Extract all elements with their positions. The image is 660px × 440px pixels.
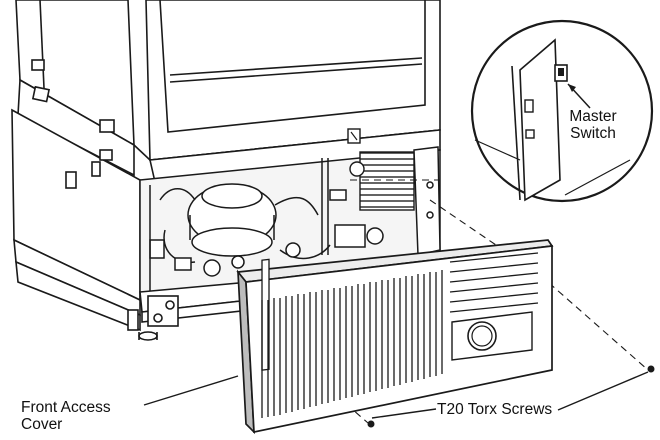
- front-access-label-line2: Cover: [21, 416, 63, 433]
- torx-screws-label: T20 Torx Screws: [437, 401, 553, 418]
- master-switch-inset: [470, 19, 654, 203]
- front-access-cover-label: Front Access Cover: [21, 399, 111, 433]
- base-rail: [127, 281, 251, 341]
- master-switch-label-line2: Switch: [570, 125, 616, 142]
- front-access-cover: [236, 239, 554, 435]
- door-frame: [133, 0, 441, 183]
- label-leaders: [143, 371, 649, 419]
- torx-screw-icons: [367, 365, 655, 428]
- cabinet-left-side: [11, 0, 141, 332]
- master-switch-label-line1: Master: [569, 108, 617, 125]
- master-switch-label: Master Switch: [557, 108, 629, 142]
- front-access-label-line1: Front Access: [21, 399, 111, 416]
